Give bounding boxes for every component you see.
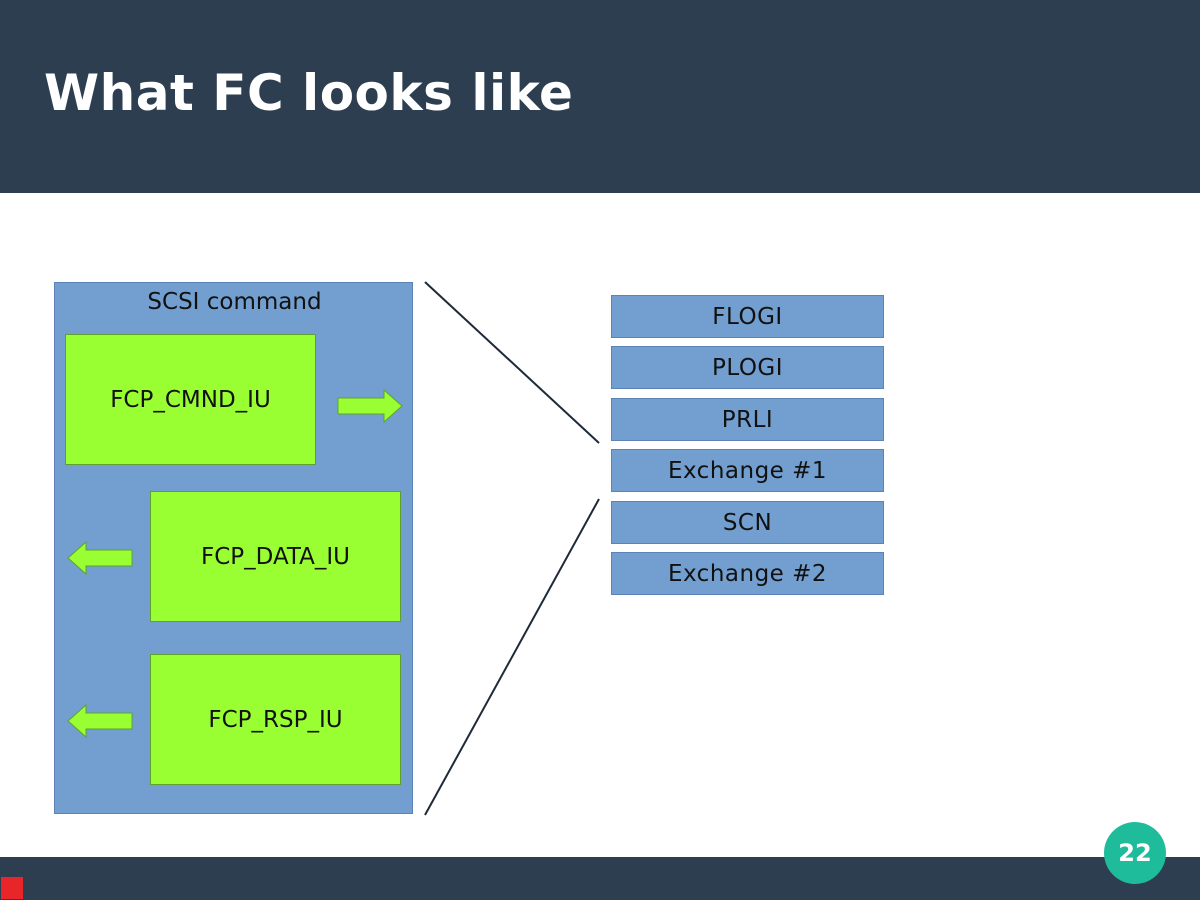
page-number-badge: 22	[1104, 822, 1166, 884]
sequence-item-exchange-1: Exchange #1	[611, 449, 884, 492]
slide-title: What FC looks like	[44, 64, 574, 122]
fcp-data-iu-label: FCP_DATA_IU	[200, 543, 351, 570]
sequence-item-label: SCN	[722, 509, 773, 536]
sequence-item-label: Exchange #1	[667, 457, 828, 484]
sequence-item-flogi: FLOGI	[611, 295, 884, 338]
fcp-rsp-iu-box: FCP_RSP_IU	[150, 654, 401, 785]
arrow-left-icon	[67, 704, 133, 738]
sequence-item-scn: SCN	[611, 501, 884, 544]
sequence-item-plogi: PLOGI	[611, 346, 884, 389]
footer-marker	[1, 877, 23, 899]
sequence-item-label: PLOGI	[711, 354, 784, 381]
fcp-rsp-iu-label: FCP_RSP_IU	[208, 706, 343, 733]
fcp-data-iu-box: FCP_DATA_IU	[150, 491, 401, 622]
sequence-item-exchange-2: Exchange #2	[611, 552, 884, 595]
fcp-cmnd-iu-box: FCP_CMND_IU	[65, 334, 316, 465]
sequence-item-label: PRLI	[721, 406, 774, 433]
arrow-left-icon	[67, 541, 133, 575]
scsi-command-label: SCSI command	[147, 289, 322, 315]
slide-header: What FC looks like	[0, 0, 1200, 193]
slide-footer	[0, 857, 1200, 900]
arrow-right-icon	[337, 389, 403, 423]
sequence-item-prli: PRLI	[611, 398, 884, 441]
connector-line-bottom	[424, 498, 600, 816]
sequence-item-label: Exchange #2	[667, 560, 828, 587]
sequence-item-label: FLOGI	[712, 303, 783, 330]
fcp-cmnd-iu-label: FCP_CMND_IU	[110, 386, 271, 413]
connector-line-top	[424, 281, 600, 444]
